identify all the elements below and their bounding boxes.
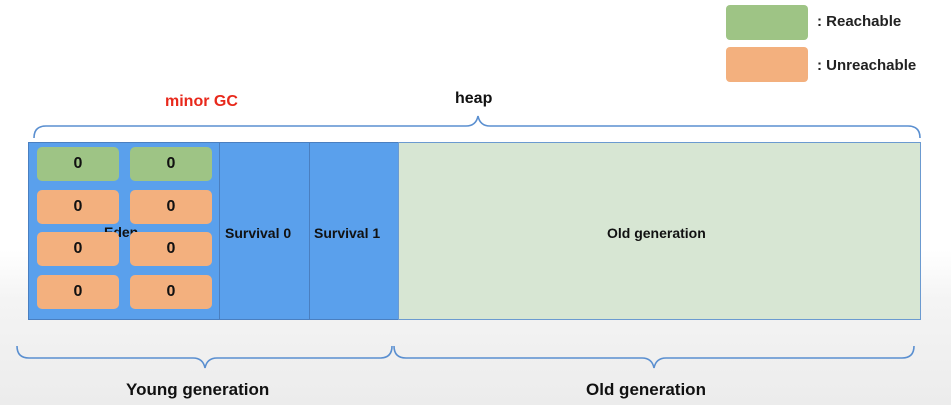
old-generation-caption: Old generation: [586, 380, 706, 399]
eden-object: 0: [37, 275, 119, 309]
eden-object: 0: [37, 190, 119, 224]
legend-reachable-label: : Reachable: [817, 13, 902, 30]
old-generation-brace: [393, 345, 915, 369]
heap-brace: [33, 115, 921, 139]
eden-object: 0: [130, 275, 212, 309]
minor-gc-label: minor GC: [165, 93, 238, 110]
eden-object: 0: [130, 232, 212, 266]
eden-object: 0: [130, 190, 212, 224]
young-generation-caption: Young generation: [126, 380, 270, 399]
eden-object: 0: [37, 147, 119, 181]
survival1-label: Survival 1: [314, 225, 381, 241]
survival1-region: [309, 142, 399, 320]
legend-reachable-swatch: [726, 5, 808, 40]
young-generation-brace: [16, 345, 393, 369]
old-generation-label: Old generation: [607, 225, 706, 241]
heap-label: heap: [455, 90, 493, 107]
legend-unreachable-label: : Unreachable: [817, 57, 917, 74]
eden-object: 0: [130, 147, 212, 181]
survival0-region: [219, 142, 310, 320]
old-generation-region: [398, 142, 921, 320]
legend-unreachable-swatch: [726, 47, 808, 82]
eden-object: 0: [37, 232, 119, 266]
survival0-label: Survival 0: [225, 225, 292, 241]
